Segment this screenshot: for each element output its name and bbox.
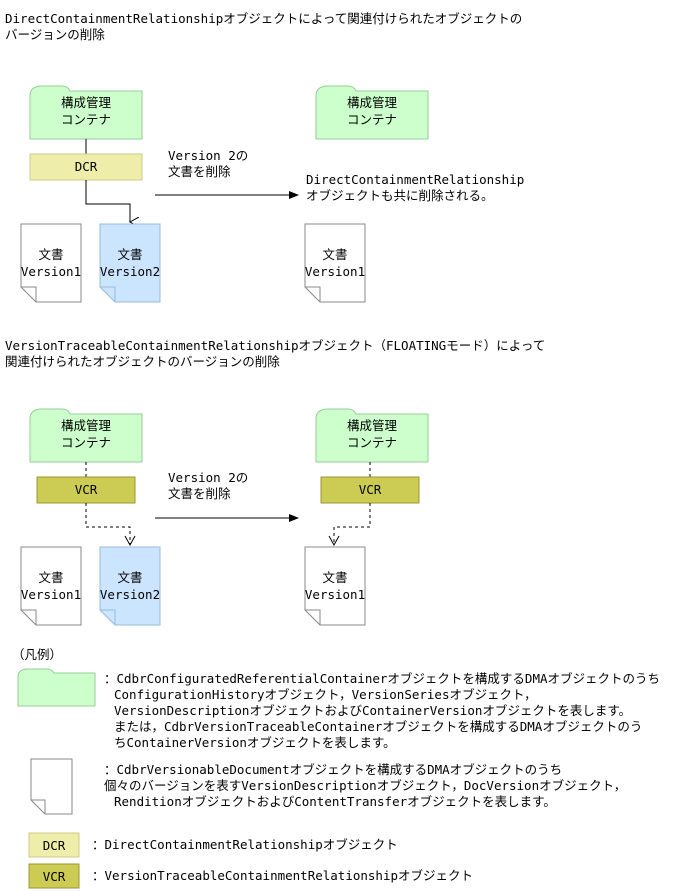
container-label-line2: コンテナ xyxy=(60,435,111,450)
action-text-s2-line1: Version 2の xyxy=(168,470,249,485)
doc-title: 文書 xyxy=(38,570,64,585)
container-label-line2: コンテナ xyxy=(60,112,111,127)
container-label-line1: 構成管理 xyxy=(346,418,397,433)
doc-label-s2-right: 文書 Version1 xyxy=(302,569,368,603)
doc-title: 文書 xyxy=(322,247,348,262)
doc-title: 文書 xyxy=(117,247,143,262)
container-label-line1: 構成管理 xyxy=(60,418,111,433)
doc-version: Version2 xyxy=(99,587,161,602)
vcr-label-s2-left: VCR xyxy=(74,482,98,497)
section1-heading-line2: バージョンの削除 xyxy=(5,27,105,42)
legend-vcr-box xyxy=(28,863,80,889)
container-label-line2: コンテナ xyxy=(346,435,397,450)
legend-dcr-label: DCR xyxy=(42,838,66,853)
container-shape-s2-left xyxy=(29,408,143,463)
doc-label-s1-right: 文書 Version1 xyxy=(302,246,368,280)
legend-doc-desc-3: RenditionオブジェクトおよびContentTransferオブジェクトを… xyxy=(114,794,556,809)
legend-dcr-box xyxy=(28,832,80,858)
doc-version: Version2 xyxy=(99,264,161,279)
doc-version: Version1 xyxy=(304,587,366,602)
doc-shape-s1-right xyxy=(304,223,366,303)
legend-container-desc-5: ちContainerVersionオブジェクトを表します。 xyxy=(114,735,396,750)
legend-vcr-label: VCR xyxy=(42,869,66,884)
action-text-s1-line1: Version 2の xyxy=(168,148,249,163)
container-label-line1: 構成管理 xyxy=(346,95,397,110)
container-shape-s2-right xyxy=(315,408,429,463)
vcr-box-s2-right xyxy=(320,476,420,504)
doc-shape-s2-right xyxy=(304,546,366,626)
action-text-s1-line2: 文書を削除 xyxy=(168,164,231,179)
legend-doc-desc-1: ：CdbrVersionableDocumentオブジェクトを構成するDMAオブ… xyxy=(104,762,563,777)
legend-doc-desc-2: 個々のバージョンを表すVersionDescriptionオブジェクト，DocV… xyxy=(104,778,627,793)
container-label-line1: 構成管理 xyxy=(60,95,111,110)
dcr-label-s1: DCR xyxy=(74,159,98,174)
result-text-line1: DirectContainmentRelationship xyxy=(306,172,525,187)
section2-heading-line1: VersionTraceableContainmentRelationshipオ… xyxy=(5,338,546,353)
doc-title: 文書 xyxy=(38,247,64,262)
legend-container-desc-4: または，CdbrVersionTraceableContainerオブジェクトを… xyxy=(114,719,643,734)
section1-heading-line1: DirectContainmentRelationshipオブジェクトによって関… xyxy=(5,11,523,26)
legend-vcr-desc: ：VersionTraceableContainmentRelationship… xyxy=(92,868,474,883)
doc-version: Version1 xyxy=(20,264,82,279)
container-label-s2-right: 構成管理 コンテナ xyxy=(316,417,428,451)
vcr-label-s2-right: VCR xyxy=(358,482,382,497)
legend-container-desc-2: ConfigurationHistoryオブジェクト，VersionSeries… xyxy=(114,687,537,702)
doc-version: Version1 xyxy=(20,587,82,602)
doc-shape-s2-v2 xyxy=(99,546,161,626)
legend-container-desc-1: ：CdbrConfiguratedReferentialContainerオブジ… xyxy=(104,671,661,686)
doc-label-s1-v2: 文書 Version2 xyxy=(97,246,163,280)
container-label-s2-left: 構成管理 コンテナ xyxy=(30,417,142,451)
container-label-s1-right: 構成管理 コンテナ xyxy=(316,94,428,128)
doc-label-s2-v1: 文書 Version1 xyxy=(18,569,84,603)
legend-doc-shape xyxy=(30,758,73,815)
vcr-box-s2-left xyxy=(36,476,136,504)
doc-label-s2-v2: 文書 Version2 xyxy=(97,569,163,603)
container-label-line2: コンテナ xyxy=(346,112,397,127)
doc-shape-s2-v1 xyxy=(20,546,82,626)
section2-heading-line2: 関連付けられたオブジェクトのバージョンの削除 xyxy=(5,354,280,369)
doc-label-s1-v1: 文書 Version1 xyxy=(18,246,84,280)
action-text-s2-line2: 文書を削除 xyxy=(168,486,231,501)
doc-shape-s1-v2 xyxy=(99,223,161,303)
legend-title: （凡例） xyxy=(12,647,63,662)
doc-shape-s1-v1 xyxy=(20,223,82,303)
doc-title: 文書 xyxy=(322,570,348,585)
dcr-box-s1 xyxy=(29,153,143,181)
doc-version: Version1 xyxy=(304,264,366,279)
legend-dcr-desc: ：DirectContainmentRelationshipオブジェクト xyxy=(92,837,398,852)
doc-title: 文書 xyxy=(117,570,143,585)
container-shape-s1-right xyxy=(315,85,429,140)
result-text-line2: オブジェクトも共に削除される。 xyxy=(306,188,494,203)
container-label-s1-left: 構成管理 コンテナ xyxy=(30,94,142,128)
legend-container-shape xyxy=(17,668,96,707)
container-shape-s1-left xyxy=(29,85,143,140)
legend-container-desc-3: VersionDescriptionオブジェクトおよびContainerVers… xyxy=(114,703,632,718)
